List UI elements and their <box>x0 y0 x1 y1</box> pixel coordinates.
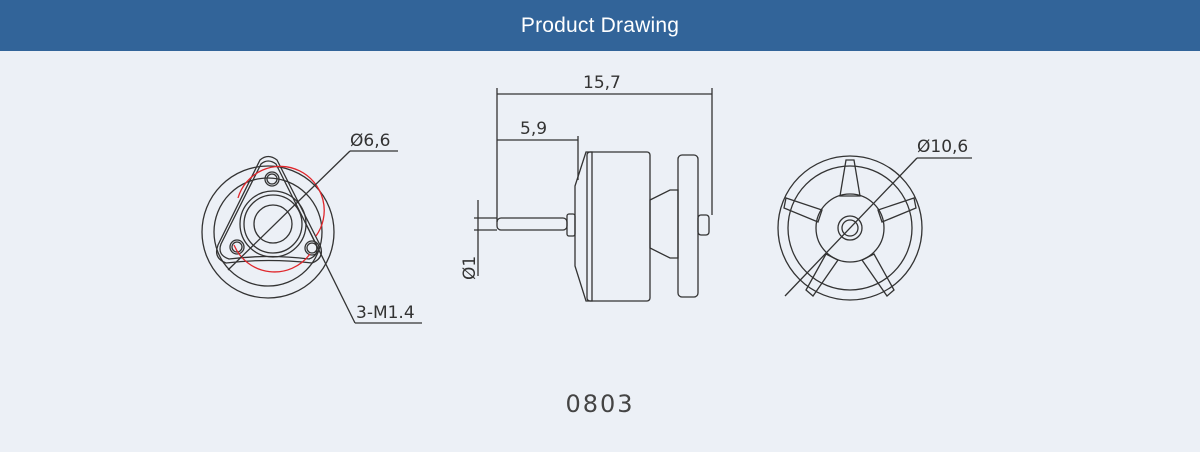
screw-label: 3-M1.4 <box>356 303 415 323</box>
rear-view <box>777 155 972 301</box>
model-number: 0803 <box>565 390 635 418</box>
shaft-length-label: 5,9 <box>520 119 547 139</box>
product-drawing: Ø6,6 3-M1.4 15,7 5,9 Ø1 Ø10,6 <box>201 73 972 324</box>
rear-diameter-label: Ø10,6 <box>917 137 968 157</box>
header-bar: Product Drawing <box>0 0 1200 51</box>
side-view <box>474 88 713 302</box>
mount-circle-label: Ø6,6 <box>350 131 390 151</box>
shaft-diameter-label: Ø1 <box>460 256 480 280</box>
page-title: Product Drawing <box>520 13 680 37</box>
front-view <box>201 150 422 324</box>
overall-length-label: 15,7 <box>583 73 621 93</box>
